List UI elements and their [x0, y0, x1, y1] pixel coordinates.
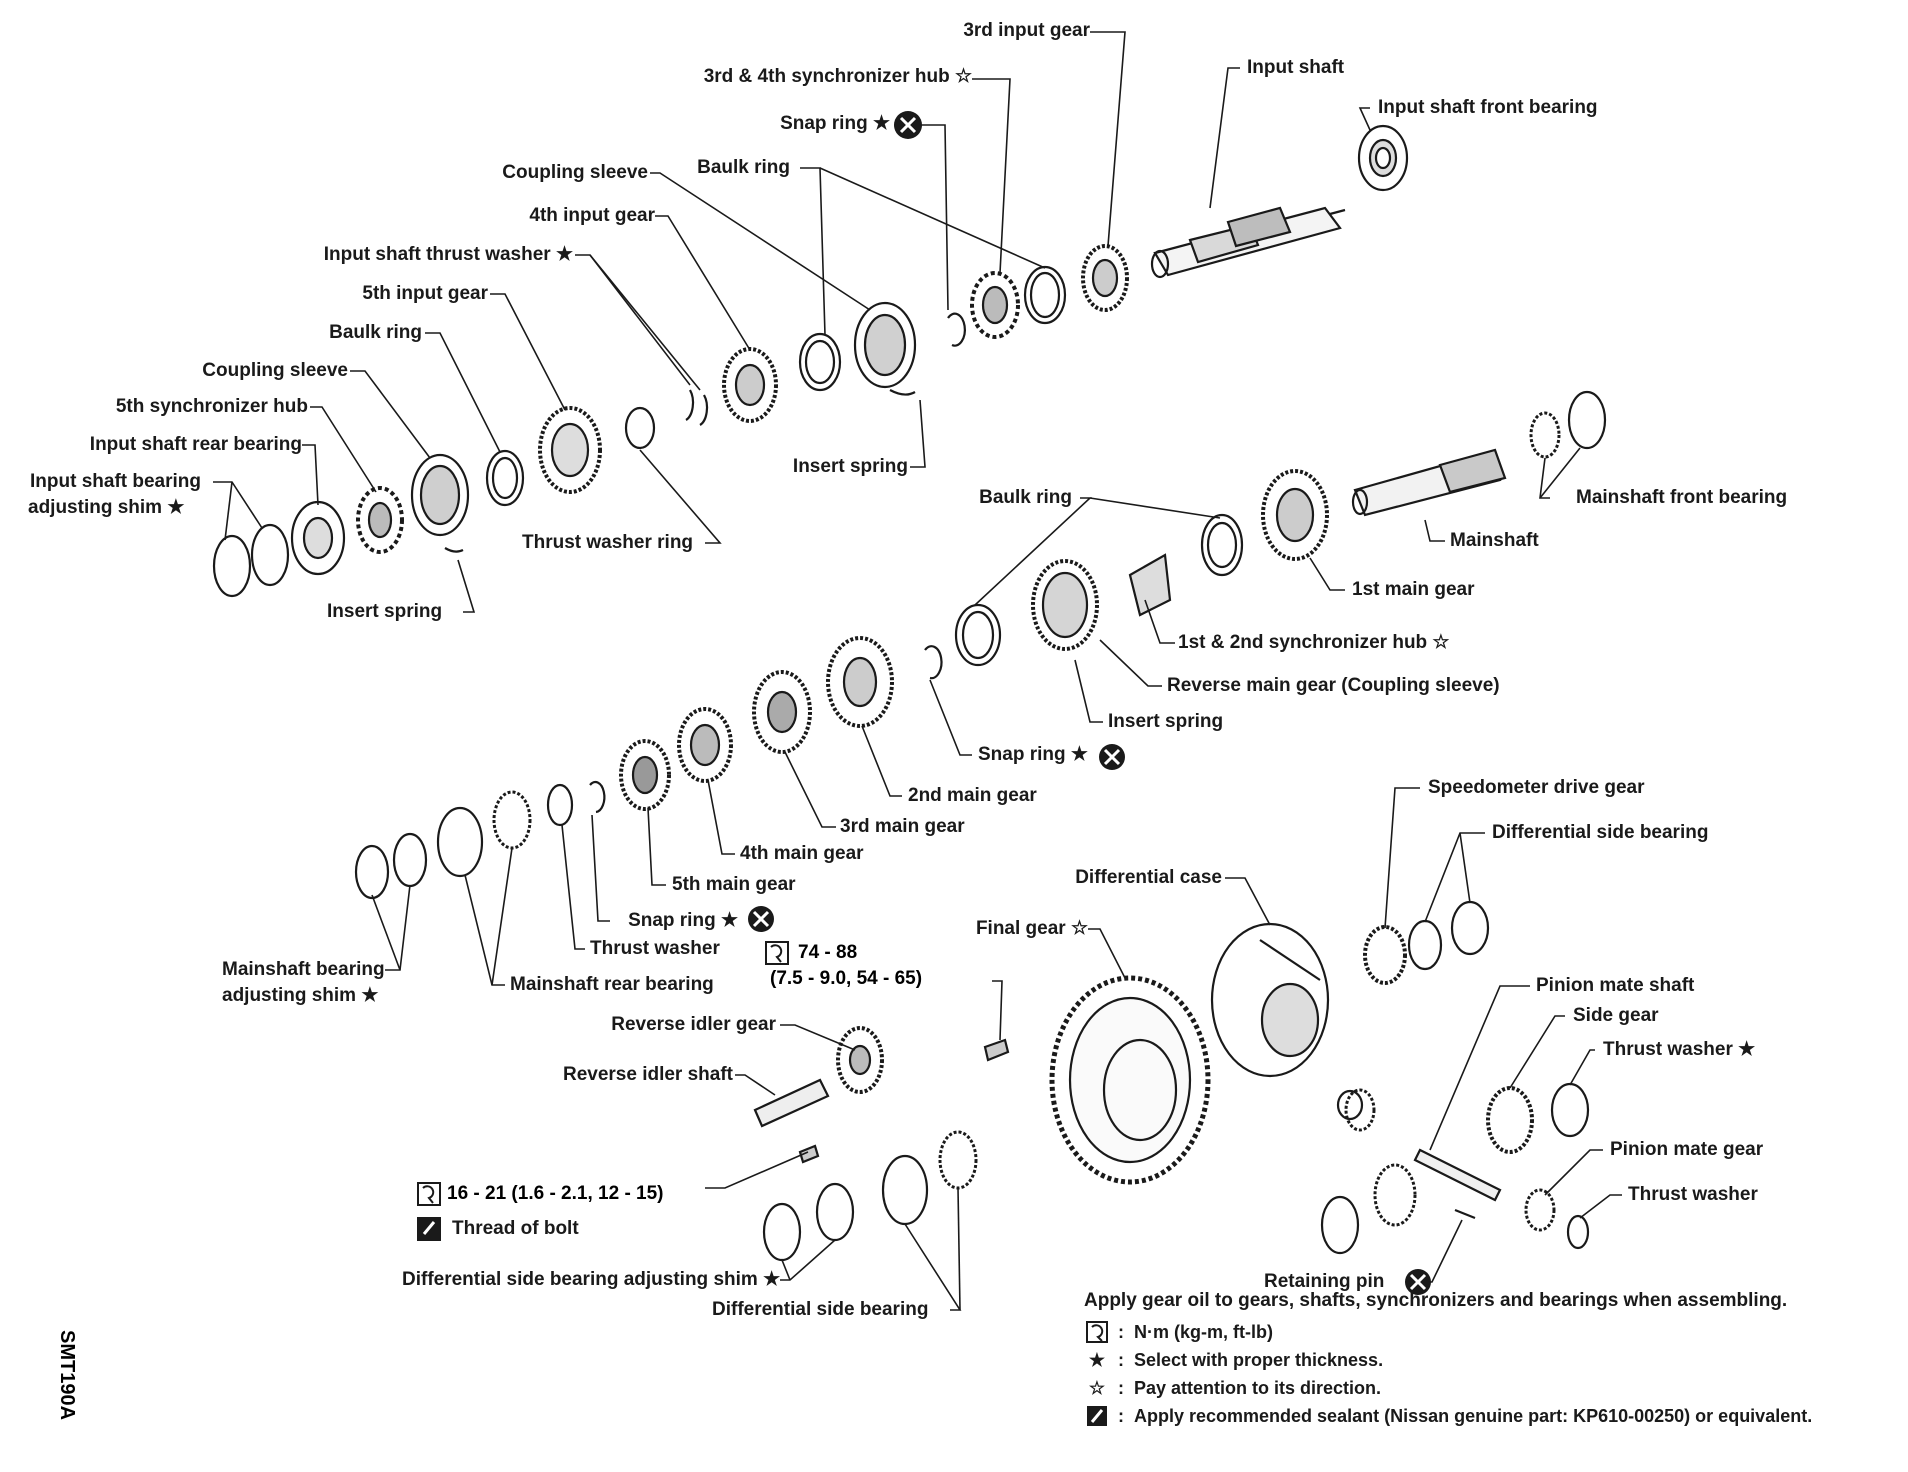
label-2nd-main-gear: 2nd main gear	[908, 785, 1037, 806]
label-mainshaft: Mainshaft	[1450, 530, 1539, 551]
synchro-hub-3-4-part	[970, 271, 1020, 339]
label-mainshaft-shim-line1: Mainshaft bearing	[222, 959, 385, 980]
label-side-gear: Side gear	[1573, 1005, 1659, 1026]
legend-row-torque: : N·m (kg-m, ft-lb)	[1084, 1318, 1812, 1346]
label-4th-main-gear: 4th main gear	[740, 843, 864, 864]
label-mainshaft-front-bearing: Mainshaft front bearing	[1576, 487, 1788, 508]
label-reverse-main-gear: Reverse main gear (Coupling sleeve)	[1167, 675, 1500, 696]
torque-wrench-icon	[1084, 1320, 1110, 1344]
thrust-washer-half-part	[685, 389, 695, 421]
label-thrust-washer-diff: Thrust washer ★	[1603, 1039, 1756, 1060]
label-pinion-mate-gear: Pinion mate gear	[1610, 1139, 1764, 1160]
third-input-gear-part	[1081, 244, 1129, 312]
label-snap-ring-top: Snap ring ★	[780, 113, 890, 134]
label-input-shaft-front-bearing: Input shaft front bearing	[1378, 97, 1598, 118]
legend-sealant: Apply recommended sealant (Nissan genuin…	[1134, 1405, 1813, 1426]
label-retaining-pin: Retaining pin	[1264, 1271, 1385, 1292]
baulk-ring-part-inner	[1029, 271, 1061, 319]
legend-pay-attention: Pay attention to its direction.	[1134, 1377, 1382, 1398]
label-thread-of-bolt: Thread of bolt	[452, 1218, 579, 1239]
label-insert-spring-top: Insert spring	[792, 456, 908, 477]
label-thrust-washer-diff2: Thrust washer	[1628, 1184, 1758, 1205]
torque-spec-final-gear-2: (7.5 - 9.0, 54 - 65)	[770, 968, 923, 989]
label-baulk-ring-main: Baulk ring	[979, 487, 1072, 508]
label-insert-spring-main: Insert spring	[1108, 711, 1224, 732]
legend: Apply gear oil to gears, shafts, synchro…	[1084, 1290, 1812, 1430]
label-input-shaft-rear-bearing: Input shaft rear bearing	[89, 434, 302, 455]
label-3rd-4th-synchronizer-hub: 3rd & 4th synchronizer hub ☆	[703, 66, 972, 87]
label-input-shaft: Input shaft	[1247, 57, 1345, 78]
label-snap-ring-low: Snap ring ★	[628, 910, 738, 931]
input-shaft-front-bearing-part	[1357, 124, 1409, 192]
label-5th-main-gear: 5th main gear	[672, 874, 796, 895]
label-reverse-idler-gear: Reverse idler gear	[611, 1014, 776, 1035]
label-baulk-ring-top: Baulk ring	[697, 157, 790, 178]
label-baulk-ring-mid: Baulk ring	[329, 322, 422, 343]
final-gear-part	[1049, 975, 1211, 1185]
label-differential-side-bearing-top: Differential side bearing	[1492, 822, 1709, 843]
label-pinion-mate-shaft: Pinion mate shaft	[1536, 975, 1695, 996]
solid-star-icon: ★	[1088, 1349, 1106, 1370]
outline-star-icon: ☆	[1088, 1377, 1106, 1398]
label-thrust-washer-low: Thrust washer	[590, 938, 720, 959]
label-coupling-sleeve-mid: Coupling sleeve	[202, 360, 348, 381]
snap-ring-part	[947, 312, 966, 347]
label-mainshaft-rear-bearing: Mainshaft rear bearing	[510, 974, 714, 995]
legend-select-thickness: Select with proper thickness.	[1134, 1349, 1384, 1370]
label-1st-2nd-synchronizer-hub: 1st & 2nd synchronizer hub ☆	[1178, 632, 1450, 653]
thrust-washer-ring-part	[624, 406, 656, 450]
torque-spec-idler: 16 - 21 (1.6 - 2.1, 12 - 15)	[447, 1183, 664, 1204]
legend-note: Apply gear oil to gears, shafts, synchro…	[1084, 1290, 1788, 1311]
legend-torque-unit: N·m (kg-m, ft-lb)	[1134, 1321, 1273, 1342]
baulk-ring-part	[1023, 265, 1067, 325]
legend-row-sealant: : Apply recommended sealant (Nissan genu…	[1084, 1402, 1812, 1430]
label-4th-input-gear: 4th input gear	[529, 205, 655, 226]
coupling-sleeve-part	[853, 301, 917, 396]
replace-symbols	[748, 111, 1431, 1295]
legend-row-pay-attention: ☆ : Pay attention to its direction.	[1084, 1374, 1812, 1402]
label-1st-main-gear: 1st main gear	[1352, 579, 1475, 600]
mainshaft-part	[1351, 448, 1507, 517]
fifth-input-gear-part	[538, 406, 602, 494]
label-3rd-main-gear: 3rd main gear	[840, 816, 965, 837]
label-differential-case: Differential case	[1075, 867, 1222, 888]
spec-icons	[417, 941, 789, 1241]
label-insert-spring-left: Insert spring	[327, 601, 443, 622]
label-final-gear: Final gear ☆	[975, 918, 1088, 939]
label-snap-ring-main: Snap ring ★	[978, 744, 1088, 765]
label-coupling-sleeve-top: Coupling sleeve	[502, 162, 648, 183]
label-3rd-input-gear: 3rd input gear	[963, 20, 1090, 41]
differential-case-part	[1210, 922, 1330, 1078]
label-differential-side-bearing-low: Differential side bearing	[712, 1299, 929, 1320]
label-5th-input-gear: 5th input gear	[362, 283, 488, 304]
label-5th-synchronizer-hub: 5th synchronizer hub	[115, 396, 308, 417]
figure-code: SMT190A	[56, 1330, 78, 1421]
label-input-shaft-thrust-washer: Input shaft thrust washer ★	[323, 244, 573, 265]
label-reverse-idler-shaft: Reverse idler shaft	[562, 1064, 733, 1085]
label-speedometer-drive-gear: Speedometer drive gear	[1428, 777, 1645, 798]
label-input-shaft-bearing-shim-line1: Input shaft bearing	[30, 471, 201, 492]
baulk-ring-part-2	[798, 332, 842, 392]
sealant-icon	[1084, 1404, 1110, 1428]
label-thrust-washer-ring: Thrust washer ring	[522, 532, 694, 553]
legend-row-select-thickness: ★ : Select with proper thickness.	[1084, 1346, 1812, 1374]
label-mainshaft-shim-line2: adjusting shim ★	[222, 985, 379, 1006]
fourth-input-gear-part	[722, 347, 778, 423]
torque-spec-final-gear-1: 74 - 88	[798, 942, 858, 963]
label-input-shaft-bearing-shim-line2: adjusting shim ★	[28, 497, 185, 518]
label-diff-side-bearing-shim: Differential side bearing adjusting shim…	[402, 1269, 781, 1290]
input-shaft-part	[1150, 206, 1346, 279]
